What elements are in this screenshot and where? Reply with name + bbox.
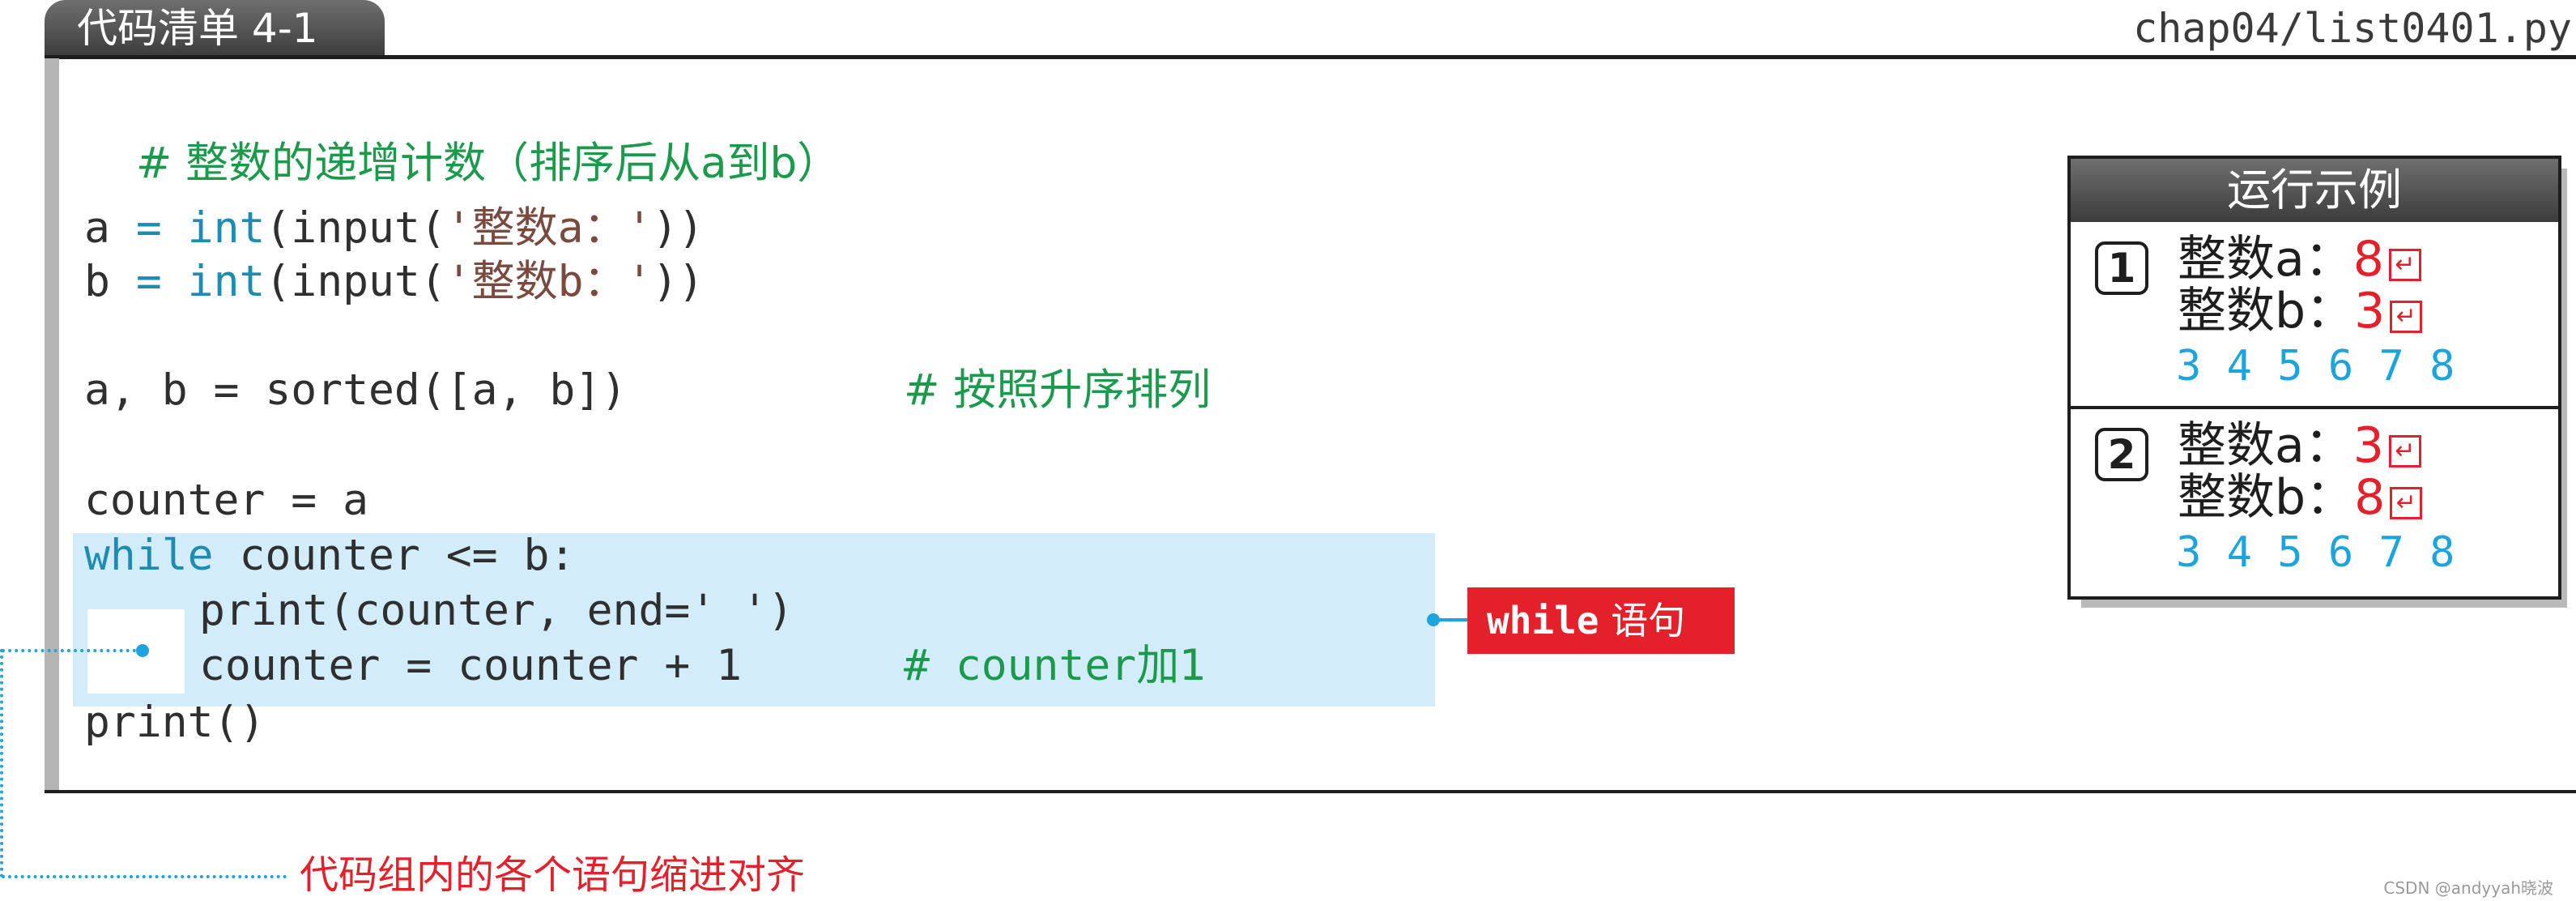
indent-marker-dot bbox=[136, 644, 149, 657]
indent-guide-line-vertical bbox=[0, 649, 3, 878]
input-value: 3 bbox=[2354, 283, 2386, 339]
code-line-6: a, b = sorted([a, b]) bbox=[84, 366, 627, 415]
code-condition: counter <= b: bbox=[213, 531, 576, 580]
code-call: (input( bbox=[265, 203, 446, 253]
code-comment: # 按照升序排列 bbox=[904, 365, 1211, 415]
code-paren: )) bbox=[652, 257, 705, 306]
while-block-highlight bbox=[73, 533, 1435, 707]
code-builtin-print: print bbox=[199, 586, 329, 635]
code-statement: print() bbox=[84, 698, 266, 747]
code-line-8: counter = a bbox=[84, 476, 368, 525]
code-line-1: # 整数的递增计数（排序后从a到b） bbox=[84, 91, 840, 188]
example-number-badge: 1 bbox=[2095, 241, 2148, 295]
code-builtin: int bbox=[187, 257, 266, 306]
code-builtin: int bbox=[187, 203, 266, 253]
enter-key-icon: ↵ bbox=[2390, 301, 2423, 333]
code-operator: = bbox=[109, 203, 188, 253]
input-value: 8 bbox=[2354, 469, 2386, 526]
code-statement: counter = counter + 1 bbox=[199, 641, 743, 690]
callout-dot bbox=[1427, 613, 1440, 626]
code-string: '整数a：' bbox=[445, 203, 653, 253]
example-input-b: 整数b：3↵ bbox=[2178, 283, 2423, 339]
code-statement: a, b = sorted([a, b]) bbox=[84, 365, 628, 415]
watermark: CSDN @andyyah晓波 bbox=[2383, 878, 2553, 898]
example-input-b: 整数b：8↵ bbox=[2178, 469, 2423, 526]
indent-note: 代码组内的各个语句缩进对齐 bbox=[300, 852, 806, 898]
example-output: 3 4 5 6 7 8 bbox=[2176, 528, 2455, 577]
run-example-panel: 运行示例 1 整数a：8↵ 整数b：3↵ 3 4 5 6 7 8 2 整数a：3… bbox=[2067, 156, 2561, 600]
listing-title-tab: 代码清单 4-1 bbox=[45, 0, 385, 57]
example-output: 3 4 5 6 7 8 bbox=[2176, 342, 2455, 391]
input-value: 8 bbox=[2352, 231, 2384, 288]
code-string: '整数b：' bbox=[445, 257, 653, 306]
top-rule bbox=[45, 55, 2576, 59]
code-comment: # counter bbox=[904, 641, 1137, 690]
code-var: b bbox=[84, 257, 110, 306]
enter-key-icon: ↵ bbox=[2388, 249, 2421, 281]
example-input-a: 整数a：8↵ bbox=[2178, 233, 2421, 285]
while-statement-callout: while 语句 bbox=[1467, 587, 1735, 654]
prompt-text: 整数a： bbox=[2178, 231, 2353, 288]
prompt-text: 整数b： bbox=[2178, 283, 2355, 339]
code-line-11: counter = counter + 1 bbox=[199, 642, 742, 690]
callout-text: 语句 bbox=[1599, 599, 1686, 643]
code-line-10: print(counter, end=' ') bbox=[199, 587, 794, 635]
code-left-bar bbox=[45, 58, 59, 791]
code-paren: )) bbox=[652, 203, 705, 253]
code-comment: # 整数的递增计数（排序后从a到b） bbox=[135, 139, 841, 188]
example-input-a: 整数a：3↵ bbox=[2178, 420, 2421, 472]
code-line-6-comment: # 按照升序排列 bbox=[904, 366, 1211, 415]
code-args: (counter, end=' ') bbox=[328, 586, 794, 635]
callout-keyword: while bbox=[1487, 599, 1599, 643]
run-panel-title: 运行示例 bbox=[2071, 159, 2558, 222]
code-statement: counter = a bbox=[84, 476, 368, 525]
input-value: 3 bbox=[2352, 417, 2384, 474]
file-path: chap04/list0401.py bbox=[2133, 5, 2572, 52]
example-number-badge: 2 bbox=[2095, 428, 2148, 481]
prompt-text: 整数b： bbox=[2178, 469, 2355, 526]
enter-key-icon: ↵ bbox=[2388, 435, 2421, 468]
run-panel-divider bbox=[2071, 406, 2558, 409]
code-call: (input( bbox=[265, 257, 446, 306]
code-line-12: print() bbox=[84, 698, 265, 747]
code-line-4: b = int(input('整数b：')) bbox=[84, 258, 704, 306]
indent-guide-line-bottom bbox=[2, 875, 287, 878]
code-var: a bbox=[84, 203, 110, 253]
prompt-text: 整数a： bbox=[2178, 417, 2353, 474]
code-line-11-comment: # counter加1 bbox=[904, 642, 1207, 690]
code-keyword-while: while bbox=[84, 531, 214, 580]
callout-connector bbox=[1435, 618, 1467, 621]
code-operator: = bbox=[109, 257, 188, 306]
indent-guide-line-top bbox=[2, 649, 136, 652]
code-line-9: while counter <= b: bbox=[84, 532, 575, 580]
code-line-3: a = int(input('整数a：')) bbox=[84, 204, 704, 253]
bottom-rule bbox=[45, 790, 2576, 793]
enter-key-icon: ↵ bbox=[2390, 487, 2423, 519]
code-comment-cn: 加1 bbox=[1136, 641, 1207, 690]
